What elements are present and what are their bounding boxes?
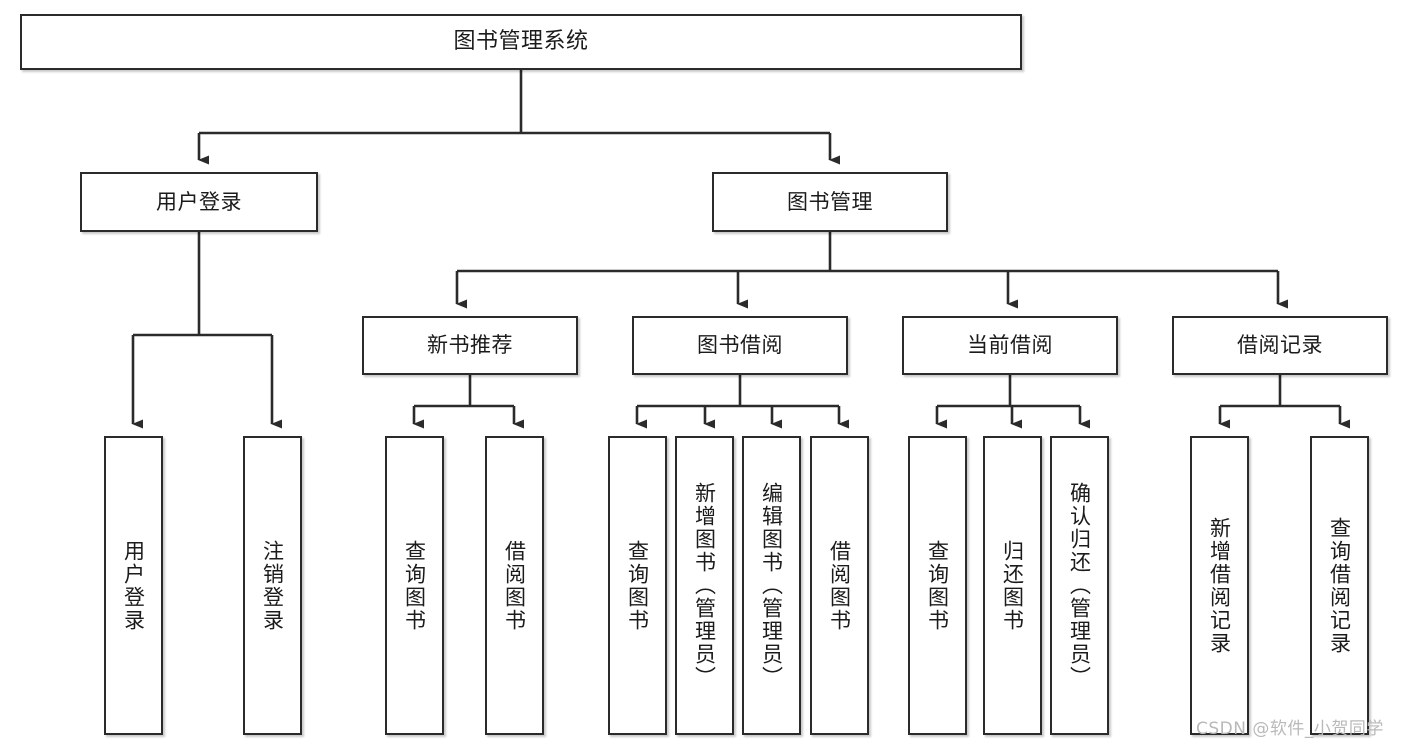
node-leaf-edit-book-label: 编辑图书（管理员） (759, 482, 784, 689)
node-leaf-query-book-3[interactable]: 查询图书 (908, 436, 967, 735)
node-leaf-confirm-return[interactable]: 确认归还（管理员） (1050, 436, 1109, 735)
node-leaf-add-book-label: 新增图书（管理员） (692, 482, 717, 689)
node-borrow-records-label: 借阅记录 (1237, 333, 1323, 358)
node-leaf-borrow-book-2[interactable]: 借阅图书 (810, 436, 869, 735)
node-leaf-query-book-2[interactable]: 查询图书 (608, 436, 667, 735)
node-user-login[interactable]: 用户登录 (80, 172, 318, 232)
node-leaf-query-record-label: 查询借阅记录 (1327, 516, 1352, 655)
node-leaf-query-book-2-label: 查询图书 (625, 539, 650, 632)
csdn-watermark: CSDN @软件_小贺同学 (1196, 719, 1384, 739)
node-leaf-borrow-book-1[interactable]: 借阅图书 (485, 436, 544, 735)
node-leaf-user-login-label: 用户登录 (121, 539, 146, 632)
node-book-borrow[interactable]: 图书借阅 (632, 316, 848, 375)
node-leaf-return-book[interactable]: 归还图书 (983, 436, 1042, 735)
node-leaf-logout[interactable]: 注销登录 (243, 436, 302, 735)
node-root[interactable]: 图书管理系统 (20, 14, 1022, 70)
node-leaf-query-record[interactable]: 查询借阅记录 (1310, 436, 1369, 735)
node-book-manage-label: 图书管理 (787, 189, 873, 214)
node-new-book-recommend-label: 新书推荐 (427, 333, 513, 358)
node-book-borrow-label: 图书借阅 (697, 333, 783, 358)
node-leaf-add-record[interactable]: 新增借阅记录 (1190, 436, 1249, 735)
node-current-borrow[interactable]: 当前借阅 (902, 316, 1118, 375)
node-leaf-logout-label: 注销登录 (260, 539, 285, 632)
node-borrow-records[interactable]: 借阅记录 (1172, 316, 1388, 375)
node-leaf-add-record-label: 新增借阅记录 (1207, 516, 1232, 655)
node-new-book-recommend[interactable]: 新书推荐 (362, 316, 578, 375)
node-leaf-borrow-book-1-label: 借阅图书 (502, 539, 527, 632)
node-leaf-user-login[interactable]: 用户登录 (104, 436, 163, 735)
node-current-borrow-label: 当前借阅 (967, 333, 1053, 358)
node-leaf-query-book-3-label: 查询图书 (925, 539, 950, 632)
node-user-login-label: 用户登录 (156, 189, 242, 214)
node-leaf-confirm-return-label: 确认归还（管理员） (1067, 482, 1092, 689)
node-leaf-query-book-1-label: 查询图书 (402, 539, 427, 632)
node-leaf-add-book[interactable]: 新增图书（管理员） (675, 436, 734, 735)
node-book-manage[interactable]: 图书管理 (712, 172, 948, 232)
node-leaf-return-book-label: 归还图书 (1000, 539, 1025, 632)
node-leaf-query-book-1[interactable]: 查询图书 (385, 436, 444, 735)
node-leaf-edit-book[interactable]: 编辑图书（管理员） (742, 436, 801, 735)
node-leaf-borrow-book-2-label: 借阅图书 (827, 539, 852, 632)
node-root-label: 图书管理系统 (453, 29, 589, 55)
